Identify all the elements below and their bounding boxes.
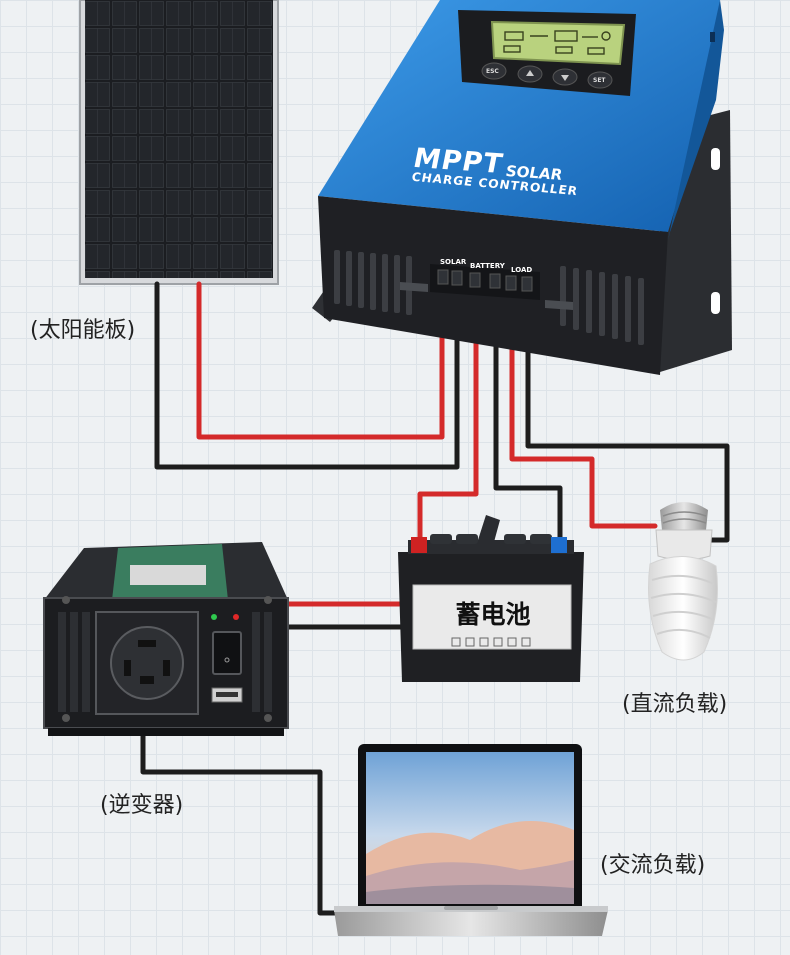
terminal-label-battery: BATTERY: [470, 262, 505, 270]
wire-panel-negative: [154, 279, 460, 470]
terminal-label-load: LOAD: [511, 266, 533, 274]
inverter: [43, 542, 289, 736]
laptop: [334, 744, 608, 936]
wiring: [140, 279, 730, 916]
set-button-label: SET: [593, 77, 606, 84]
vent-left: [334, 250, 412, 315]
esc-button[interactable]: [481, 62, 507, 80]
solar-panel-label: (太阳能板): [30, 318, 136, 343]
inverter-fins-left: [58, 612, 90, 712]
battery-negative-terminal: [551, 537, 567, 553]
wire-load-negative: [525, 281, 730, 543]
power-switch[interactable]: [212, 631, 242, 675]
lcd-display: [503, 30, 611, 55]
charge-controller: [312, 0, 732, 375]
battery-positive-terminal: [411, 537, 427, 553]
wire-panel-positive: [196, 279, 445, 440]
wire-battery-positive: [417, 281, 479, 543]
vent-right: [560, 266, 644, 345]
dc-load-label: (直流负载): [622, 692, 728, 717]
inverter-label: (逆变器): [100, 793, 184, 818]
esc-button-label: ESC: [486, 68, 499, 75]
terminals: [437, 269, 533, 292]
battery-label: 蓄电池: [455, 600, 531, 629]
solar-panel: [79, 0, 279, 285]
wire-inverter-ac: [140, 732, 361, 916]
inverter-fins-right: [252, 612, 272, 712]
wire-battery-negative: [493, 281, 563, 543]
ac-load-label: (交流负载): [600, 853, 706, 878]
battery: [398, 515, 584, 682]
controller-buttons: [481, 62, 613, 89]
set-button[interactable]: [587, 71, 613, 89]
wire-load-positive: [509, 281, 658, 529]
light-bulb: [648, 502, 718, 661]
terminal-label-solar: SOLAR: [440, 258, 467, 266]
